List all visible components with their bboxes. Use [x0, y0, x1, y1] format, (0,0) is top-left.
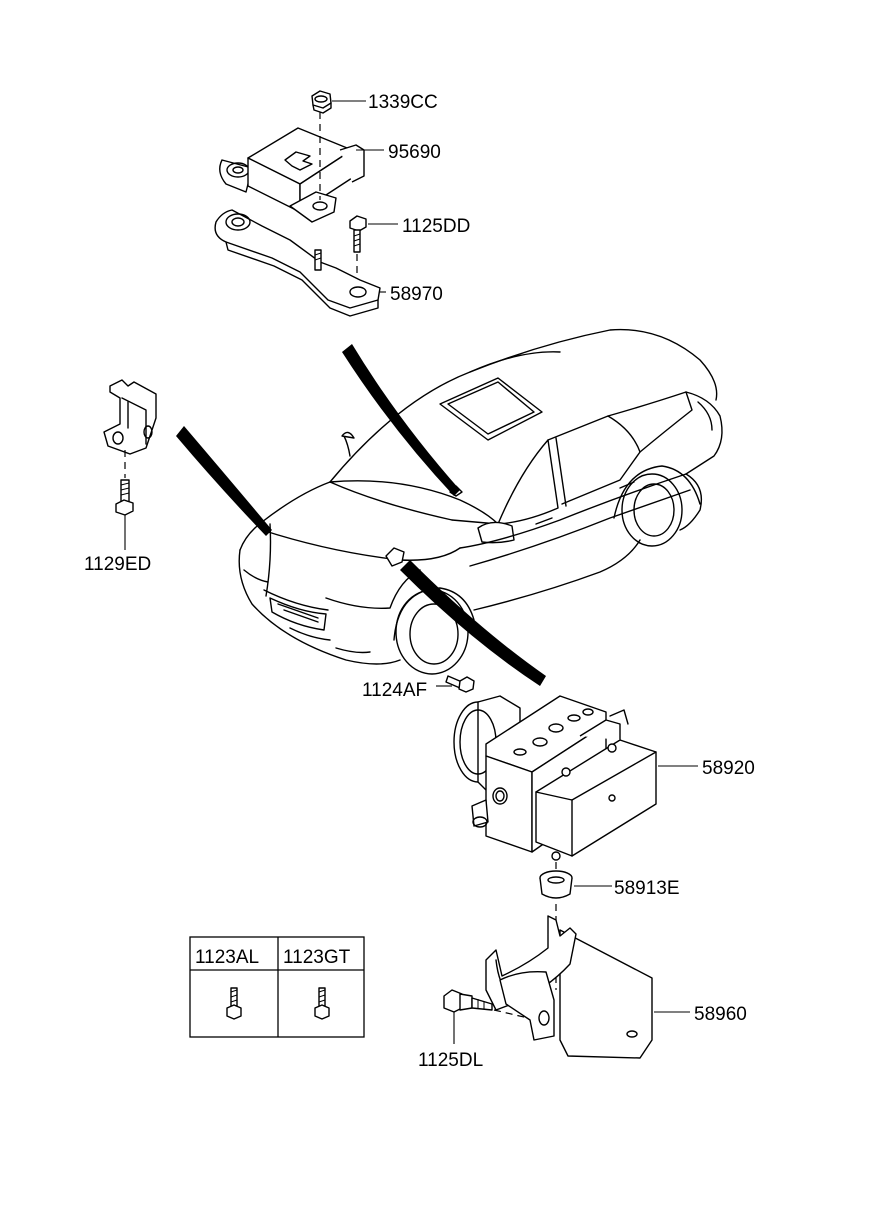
label-95690: 95690	[388, 142, 441, 163]
bolt-1123al-drawing	[226, 987, 242, 1020]
label-1125dd: 1125DD	[402, 216, 470, 237]
sensor-assembly: 1339CC 95690 1125DD 58970	[214, 90, 470, 317]
table-header-1123gt: 1123GT	[283, 947, 351, 968]
label-1125dl: 1125DL	[418, 1050, 483, 1071]
grommet-58913e: 58913E	[539, 870, 680, 899]
car-illustration	[176, 328, 723, 686]
label-58913e: 58913E	[614, 878, 680, 899]
bracket-1129ed-assembly: 1129ED	[84, 379, 157, 575]
nut-1339cc-drawing	[311, 90, 332, 114]
table-header-1123al: 1123AL	[195, 947, 259, 968]
bolt-1123gt-drawing	[314, 987, 330, 1020]
bracket-58960-assembly: 58960	[485, 915, 747, 1059]
sensor-95690-drawing	[219, 127, 365, 223]
label-58920: 58920	[702, 758, 755, 779]
label-1129ed: 1129ED	[84, 554, 151, 575]
label-1339cc: 1339CC	[368, 92, 438, 113]
label-58960: 58960	[694, 1004, 747, 1025]
label-58970: 58970	[390, 284, 443, 305]
bolt-1125dd-drawing	[349, 215, 367, 253]
hecu-58920-assembly: 58920	[453, 695, 755, 861]
parts-table: 1123AL 1123GT	[189, 936, 365, 1038]
bolt-1129ed-drawing	[115, 479, 134, 516]
label-1124af: 1124AF	[362, 680, 427, 701]
bracket-58970-drawing	[214, 209, 381, 317]
bolt-1124af: 1124AF	[362, 675, 475, 701]
bolt-1125dl: 1125DL	[418, 989, 529, 1071]
